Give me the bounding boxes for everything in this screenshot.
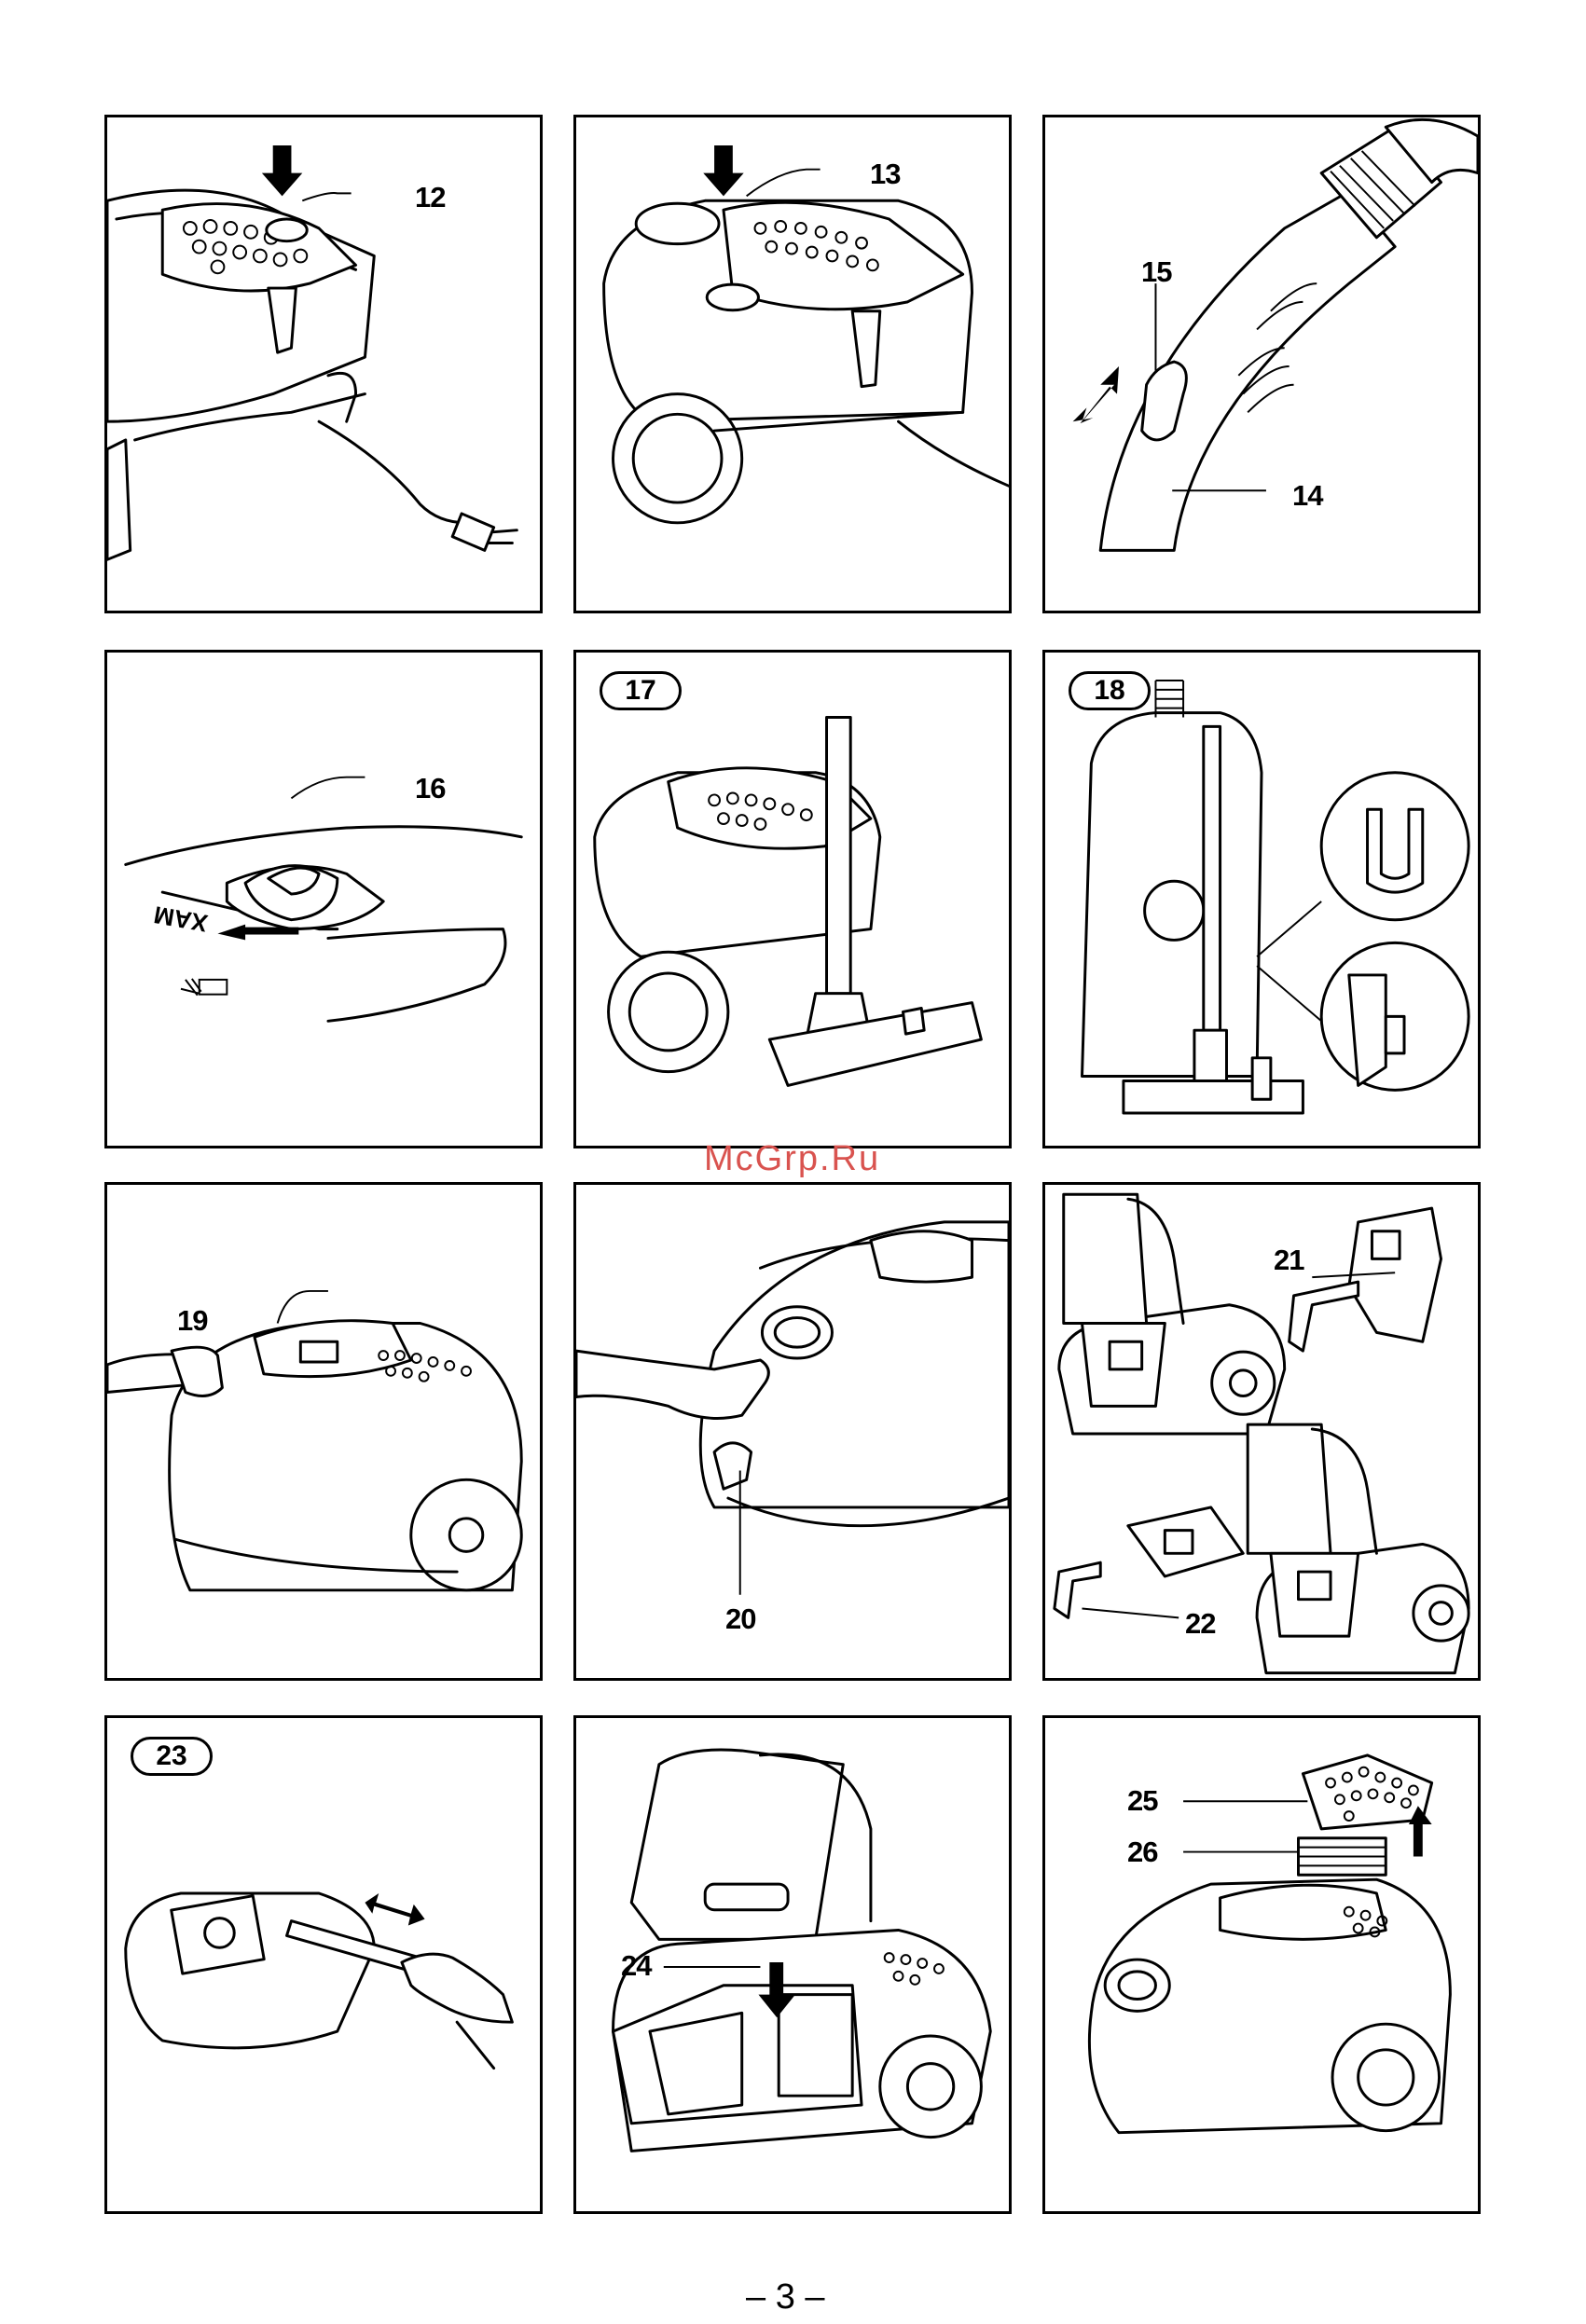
callout-13: 13 <box>870 159 900 188</box>
motor-filter-illustration <box>1045 1718 1478 2211</box>
figure-panel-16: 16 MAX <box>104 650 543 1148</box>
upright-storage-illustration <box>1045 653 1478 1146</box>
figure-panel-19: 19 <box>104 1182 543 1681</box>
figure-panel-13: 13 <box>573 115 1012 613</box>
vacuum-cord-rewind-illustration <box>576 117 1009 611</box>
tube-parking-illustration <box>576 653 1009 1146</box>
figure-panel-20: 20 <box>573 1182 1012 1681</box>
figure-badge-17: 17 <box>600 671 682 710</box>
figure-badge-23: 23 <box>131 1737 213 1776</box>
callout-20: 20 <box>725 1604 755 1633</box>
hose-suction-slide-illustration <box>1045 117 1478 611</box>
figure-panel-17: 17 <box>573 650 1012 1148</box>
callout-16: 16 <box>415 774 445 803</box>
dust-bag-holder-illustration <box>1045 1185 1478 1678</box>
callout-21: 21 <box>1274 1245 1303 1274</box>
page-number: – 3 – <box>746 2277 825 2317</box>
suction-control-illustration <box>107 1185 540 1678</box>
callout-14: 14 <box>1292 481 1322 510</box>
callout-26: 26 <box>1127 1837 1157 1866</box>
callout-25: 25 <box>1127 1786 1157 1815</box>
callout-24: 24 <box>621 1951 651 1980</box>
lid-open-button-illustration <box>576 1185 1009 1678</box>
figure-panel-25-26: 25 26 <box>1042 1715 1481 2214</box>
bag-closing-tab-illustration <box>107 1718 540 2211</box>
figure-panel-24: 24 <box>573 1715 1012 2214</box>
figure-panel-14-15: 15 14 <box>1042 115 1481 613</box>
callout-19: 19 <box>177 1306 207 1335</box>
watermark: McGrp.Ru <box>704 1139 880 1179</box>
callout-12: 12 <box>415 183 445 212</box>
dust-bag-indicator-illustration <box>107 653 540 1146</box>
figure-badge-18: 18 <box>1069 671 1151 710</box>
figure-panel-12: 12 <box>104 115 543 613</box>
callout-22: 22 <box>1185 1609 1215 1638</box>
figure-panel-23: 23 <box>104 1715 543 2214</box>
figure-panel-18: 18 <box>1042 650 1481 1148</box>
vacuum-top-button-illustration <box>107 117 540 611</box>
figure-panel-21-22: 21 22 <box>1042 1182 1481 1681</box>
callout-15: 15 <box>1141 257 1171 286</box>
